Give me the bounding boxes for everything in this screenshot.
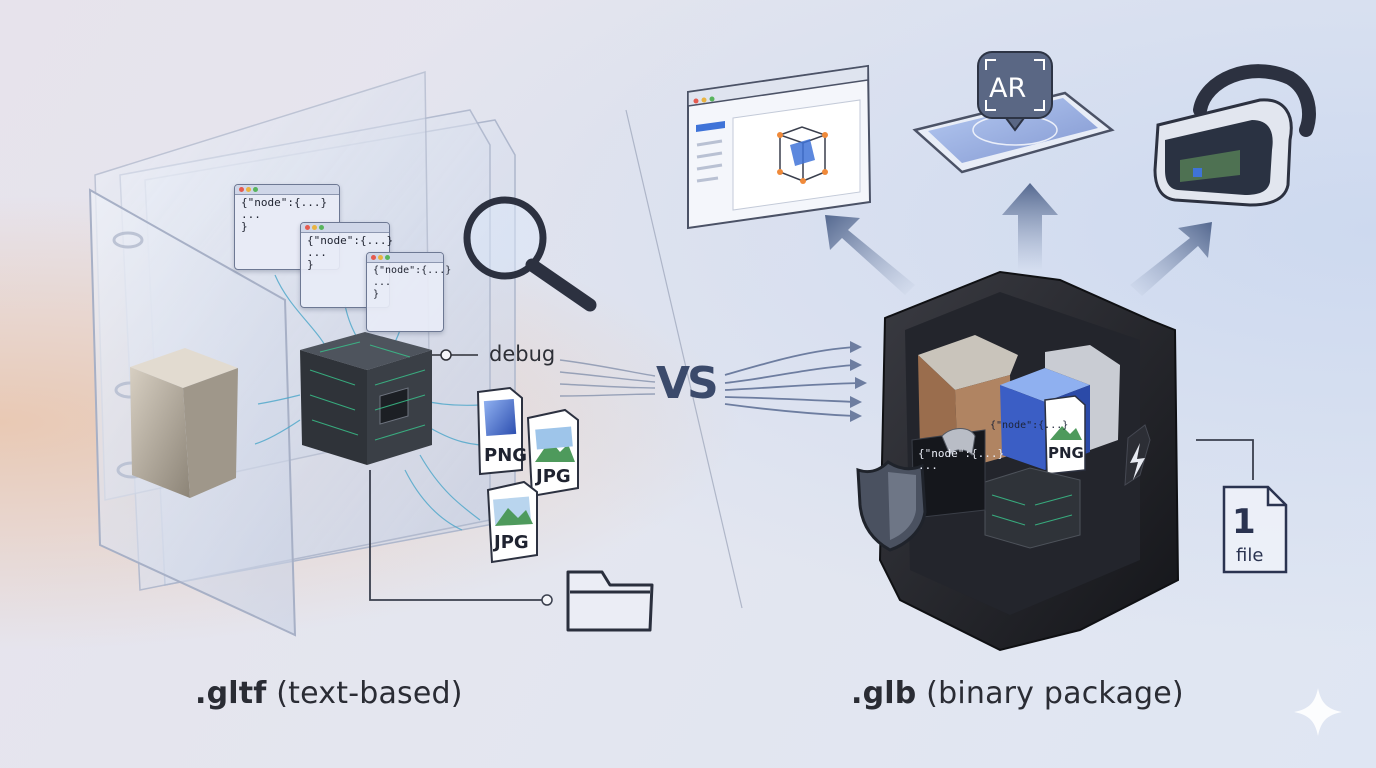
magnifier-icon (463, 196, 597, 312)
code-line: } (241, 220, 248, 233)
code-line: } (373, 289, 380, 300)
glb-desc: (binary package) (916, 676, 1184, 711)
code-line: {"node":{...} (307, 234, 394, 247)
sparkle-icon (1294, 688, 1342, 736)
file-word: file (1236, 545, 1264, 566)
glb-caption: .glb (binary package) (851, 676, 1184, 711)
code-line: ... (373, 277, 392, 288)
deploy-arrows (825, 183, 1212, 296)
circuit-chip-cube (300, 332, 432, 465)
png-file-icon (476, 386, 523, 476)
vs-arrows-right (724, 346, 861, 417)
stone-texture-cube (130, 348, 238, 498)
glb-binary-case (878, 270, 1180, 652)
jpg-file-icon-2 (486, 480, 538, 564)
code-line: {"node":{...} (918, 447, 1005, 460)
debug-label: debug (489, 342, 556, 366)
ar-tablet-icon (912, 51, 1115, 174)
file-count: 1 (1232, 502, 1256, 542)
code-line: {"node":{...} (373, 265, 452, 276)
ar-label: AR (989, 73, 1027, 104)
glb-code-snippet: {"node":{...} ... (918, 448, 1004, 472)
vs-arrows-left (559, 359, 656, 397)
lightning-icon (1130, 443, 1145, 480)
divider-line (625, 109, 743, 609)
png-badge: PNG (484, 445, 528, 466)
code-line: ... (307, 246, 327, 259)
glb-png-badge: PNG (1048, 444, 1084, 462)
glb-ext: .glb (851, 676, 917, 711)
code-line: ... (918, 459, 938, 472)
jpg-file-icon (526, 408, 579, 498)
gltf-ext: .gltf (195, 676, 267, 711)
file-icon (1196, 439, 1288, 574)
shield-icon (856, 460, 927, 552)
code-line: {"node":{...} (241, 196, 328, 209)
vr-headset-icon (1153, 64, 1316, 207)
folder-icon (566, 570, 654, 632)
gltf-code-window-3: {"node":{...} ... } (366, 252, 451, 332)
folder-leader-line (369, 470, 545, 601)
code-line: ... (241, 208, 261, 221)
gltf-desc: (text-based) (266, 676, 463, 711)
vs-label: VS (656, 358, 719, 409)
code-line: } (307, 258, 314, 271)
glb-mini-code: {"node":{...} (990, 420, 1069, 431)
gltf-caption: .gltf (text-based) (195, 676, 463, 711)
jpg-badge: JPG (536, 466, 571, 487)
browser-window-icon (687, 64, 872, 230)
jpg-badge-2: JPG (494, 532, 529, 553)
